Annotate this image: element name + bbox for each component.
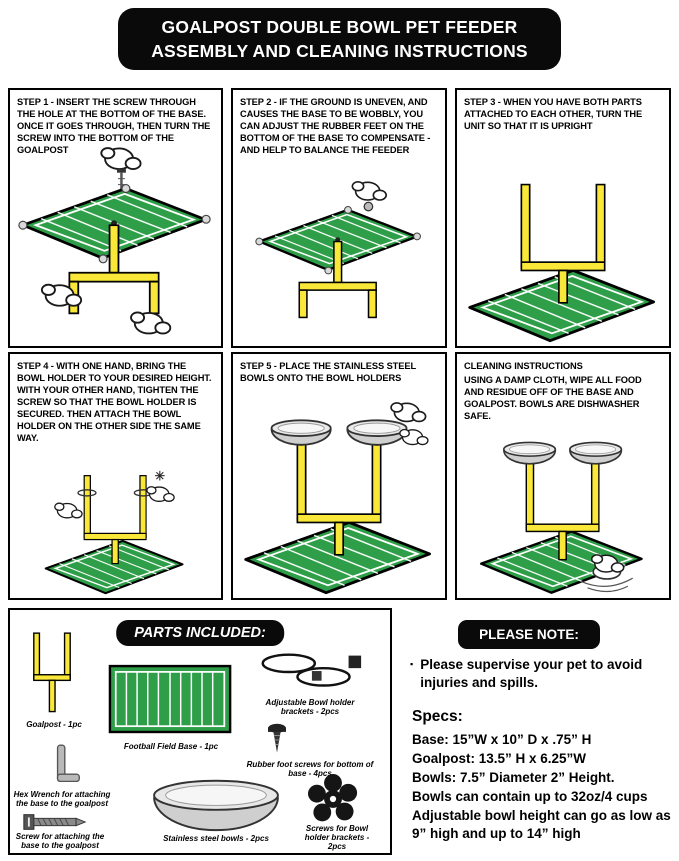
parts-included-panel: PARTS INCLUDED: Goalpost - 1pc xyxy=(8,608,392,855)
hex-wrench-icon xyxy=(56,744,80,783)
part-hex-wrench xyxy=(44,742,82,795)
part-bracket-screws xyxy=(308,774,358,829)
bowl-icon xyxy=(502,441,557,465)
title-line-1: GOALPOST DOUBLE BOWL PET FEEDER xyxy=(161,16,518,37)
step-4-illustration xyxy=(44,470,184,595)
wipe-motion-line xyxy=(580,577,633,587)
rubber-feet-icon xyxy=(18,183,211,264)
part-goalpost xyxy=(26,628,78,723)
part-field-base xyxy=(108,662,234,743)
step-4-text: STEP 4 - WITH ONE HAND, BRING THE BOWL H… xyxy=(17,361,212,444)
part-brackets xyxy=(256,644,364,705)
step-5-illustration xyxy=(243,401,431,594)
bracket-screws-icon xyxy=(308,774,358,822)
hand-icon xyxy=(54,502,83,519)
wipe-motion-line xyxy=(587,585,629,593)
spec-goalpost: Goalpost: 13.5” H x 6.25”W xyxy=(412,750,587,766)
part-attachment-screw-label: Screw for attaching the base to the goal… xyxy=(15,832,105,851)
part-field-base-label: Football Field Base - 1pc xyxy=(123,742,219,751)
part-rubber-foot-screws-label: Rubber foot screws for bottom of base - … xyxy=(246,760,374,779)
field-base-part-icon xyxy=(108,664,232,734)
step-2-text: STEP 2 - IF THE GROUND IS UNEVEN, AND CA… xyxy=(240,97,431,156)
goalpost-part-icon xyxy=(33,632,71,713)
please-note-banner: PLEASE NOTE: xyxy=(458,620,600,649)
step-4-panel: STEP 4 - WITH ONE HAND, BRING THE BOWL H… xyxy=(8,352,223,600)
cleaning-text: CLEANING INSTRUCTIONS USING A DAMP CLOTH… xyxy=(457,354,669,424)
part-brackets-label: Adjustable Bowl holder brackets - 2pcs xyxy=(265,698,355,717)
part-rubber-foot-screws xyxy=(264,722,290,763)
specs-list: Base: 15”W x 10” D x .75” H Goalpost: 13… xyxy=(412,731,672,844)
step-3-text: STEP 3 - WHEN YOU HAVE BOTH PARTS ATTACH… xyxy=(464,97,643,132)
step-3-panel: STEP 3 - WHEN YOU HAVE BOTH PARTS ATTACH… xyxy=(455,88,671,348)
parts-included-banner: PARTS INCLUDED: xyxy=(116,620,284,646)
spec-base: Base: 15”W x 10” D x .75” H xyxy=(412,732,592,747)
part-bracket-screws-label: Screws for Bowl holder brackets - 2pcs xyxy=(304,824,370,852)
bowl-icon xyxy=(569,441,623,465)
hand-icon xyxy=(100,147,142,170)
rubber-feet-icon xyxy=(255,206,421,275)
hand-icon xyxy=(146,486,175,503)
spec-height-range: Adjustable bowl height can go as low as … xyxy=(412,807,671,842)
bullet-icon: ▪ xyxy=(410,659,414,669)
step-3-illustration xyxy=(467,183,655,342)
cleaning-illustration xyxy=(480,441,643,594)
hand-icon xyxy=(389,401,426,422)
title-banner: GOALPOST DOUBLE BOWL PET FEEDER ASSEMBLY… xyxy=(118,8,561,70)
step-2-panel: STEP 2 - IF THE GROUND IS UNEVEN, AND CA… xyxy=(231,88,447,348)
spec-bowls: Bowls: 7.5” Diameter 2” Height. xyxy=(412,769,615,785)
step-1-illustration xyxy=(18,147,211,335)
hand-icon xyxy=(398,428,429,445)
cleaning-title: CLEANING INSTRUCTIONS xyxy=(464,361,583,371)
step-1-text: STEP 1 - INSERT THE SCREW THROUGH THE HO… xyxy=(17,97,211,156)
spec-capacity: Bowls can contain up to 32oz/4 cups xyxy=(412,788,648,804)
bowl-holder-brackets-icon xyxy=(261,653,362,687)
bowl-icon xyxy=(345,419,407,446)
attachment-screw-icon xyxy=(23,814,87,830)
title-line-2: ASSEMBLY AND CLEANING INSTRUCTIONS xyxy=(151,41,528,61)
step-2-illustration xyxy=(255,181,421,319)
cleaning-panel: CLEANING INSTRUCTIONS USING A DAMP CLOTH… xyxy=(455,352,671,600)
part-attachment-screw xyxy=(22,810,88,839)
rubber-foot-screw-icon xyxy=(268,723,286,753)
step-5-panel: STEP 5 - PLACE THE STAINLESS STEEL BOWLS… xyxy=(231,352,447,600)
part-bowls-label: Stainless steel bowls - 2pcs xyxy=(163,834,269,843)
part-hex-wrench-label: Hex Wrench for attaching the base to the… xyxy=(13,790,111,809)
specs-title: Specs: xyxy=(412,708,463,725)
step-1-panel: STEP 1 - INSERT THE SCREW THROUGH THE HO… xyxy=(8,88,223,348)
note-bullet-text: Please supervise your pet to avoid injur… xyxy=(420,657,643,690)
hand-icon xyxy=(130,311,172,335)
stainless-bowls-icon xyxy=(153,779,279,832)
part-bowls xyxy=(148,774,284,839)
part-goalpost-label: Goalpost - 1pc xyxy=(26,720,82,729)
cleaning-body: USING A DAMP CLOTH, WIPE ALL FOOD AND RE… xyxy=(464,375,642,422)
note-bullet: ▪ Please supervise your pet to avoid inj… xyxy=(410,656,662,692)
bowl-icon xyxy=(270,419,332,446)
hand-icon xyxy=(351,181,388,201)
step-5-text: STEP 5 - PLACE THE STAINLESS STEEL BOWLS… xyxy=(240,361,416,384)
rubber-foot-icon xyxy=(363,201,374,212)
sparkle-icon xyxy=(155,470,165,481)
